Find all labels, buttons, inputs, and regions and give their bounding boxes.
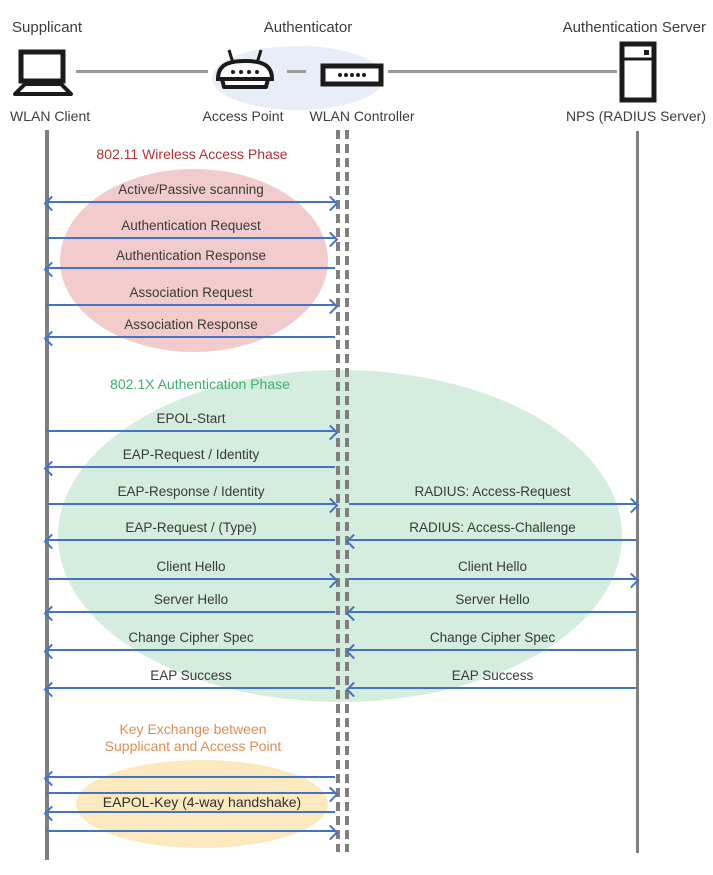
actor-role-authenticator: Authenticator <box>263 19 353 36</box>
connector-client-ap <box>76 70 208 73</box>
connector-ap-controller-dash <box>287 70 306 73</box>
arrow-left <box>349 539 636 541</box>
lifeline-wlan-client <box>45 130 49 860</box>
message-client-hello-left: Client Hello <box>47 558 335 580</box>
arrow-left <box>47 649 335 651</box>
arrow-right <box>47 237 335 239</box>
message-epol-start: EPOL-Start <box>47 410 335 432</box>
device-label-wlan-controller: WLAN Controller <box>309 108 415 124</box>
eapol-key-arrow-2-right <box>47 792 335 794</box>
arrow-right <box>47 304 335 306</box>
phase3-ellipse <box>76 760 328 848</box>
message-authentication-response: Authentication Response <box>47 247 335 269</box>
message-active-passive-scanning: Active/Passive scanning <box>47 181 335 203</box>
access-point-icon <box>215 49 275 89</box>
laptop-icon <box>13 49 73 96</box>
message-association-request: Association Request <box>47 284 335 306</box>
server-icon <box>619 41 657 103</box>
arrow-right <box>47 578 335 580</box>
message-change-cipher-spec-right: Change Cipher Spec <box>349 629 636 651</box>
phase1-ellipse <box>60 169 328 352</box>
lifeline-wlan-controller-dash-2 <box>345 130 349 852</box>
phase1-title: 802.11 Wireless Access Phase <box>96 146 288 162</box>
message-radius-access-request: RADIUS: Access-Request <box>349 483 636 505</box>
message-eap-success-left: EAP Success <box>47 667 335 689</box>
arrow-left <box>47 687 335 689</box>
arrow-left <box>47 466 335 468</box>
arrow-right <box>47 430 335 432</box>
arrow-left <box>349 649 636 651</box>
lifeline-nps-server <box>636 131 639 853</box>
actor-role-supplicant: Supplicant <box>12 19 83 36</box>
device-label-wlan-client: WLAN Client <box>10 108 91 124</box>
arrow-both <box>47 201 335 203</box>
arrow-right <box>349 503 636 505</box>
device-label-nps-radius-server: NPS (RADIUS Server) <box>565 108 706 124</box>
arrow-right <box>349 578 636 580</box>
wlan-controller-icon <box>320 63 384 87</box>
phase2-title: 802.1X Authentication Phase <box>110 376 290 392</box>
arrow-right <box>47 503 335 505</box>
phase2-ellipse <box>58 370 622 702</box>
message-eap-success-right: EAP Success <box>349 667 636 689</box>
phase3-title-line1: Key Exchange between <box>119 721 267 737</box>
eapol-key-label: EAPOL-Key (4-way handshake) <box>102 794 302 810</box>
phase3-title-line2: Supplicant and Access Point <box>104 738 282 754</box>
eapol-key-arrow-4-right <box>47 830 335 832</box>
message-authentication-request: Authentication Request <box>47 217 335 239</box>
phase3-title: Key Exchange between Supplicant and Acce… <box>47 721 339 755</box>
message-client-hello-right: Client Hello <box>349 558 636 580</box>
eapol-key-arrow-3-left <box>47 811 335 813</box>
arrow-left <box>47 611 335 613</box>
actor-role-authentication-server: Authentication Server <box>562 19 706 36</box>
message-server-hello-right: Server Hello <box>349 591 636 613</box>
arrow-left <box>47 336 335 338</box>
arrow-left <box>47 539 335 541</box>
device-label-access-point: Access Point <box>202 108 284 124</box>
lifeline-wlan-controller-dash-1 <box>336 130 340 852</box>
message-eap-request-identity: EAP-Request / Identity <box>47 446 335 468</box>
message-radius-access-challenge: RADIUS: Access-Challenge <box>349 519 636 541</box>
eapol-key-arrow-1-left <box>47 776 335 778</box>
message-server-hello-left: Server Hello <box>47 591 335 613</box>
arrow-left <box>349 687 636 689</box>
message-change-cipher-spec-left: Change Cipher Spec <box>47 629 335 651</box>
connector-controller-server <box>388 70 617 73</box>
message-eap-request-type: EAP-Request / (Type) <box>47 519 335 541</box>
arrow-left <box>47 267 335 269</box>
arrow-left <box>349 611 636 613</box>
message-association-response: Association Response <box>47 316 335 338</box>
message-eap-response-identity: EAP-Response / Identity <box>47 483 335 505</box>
